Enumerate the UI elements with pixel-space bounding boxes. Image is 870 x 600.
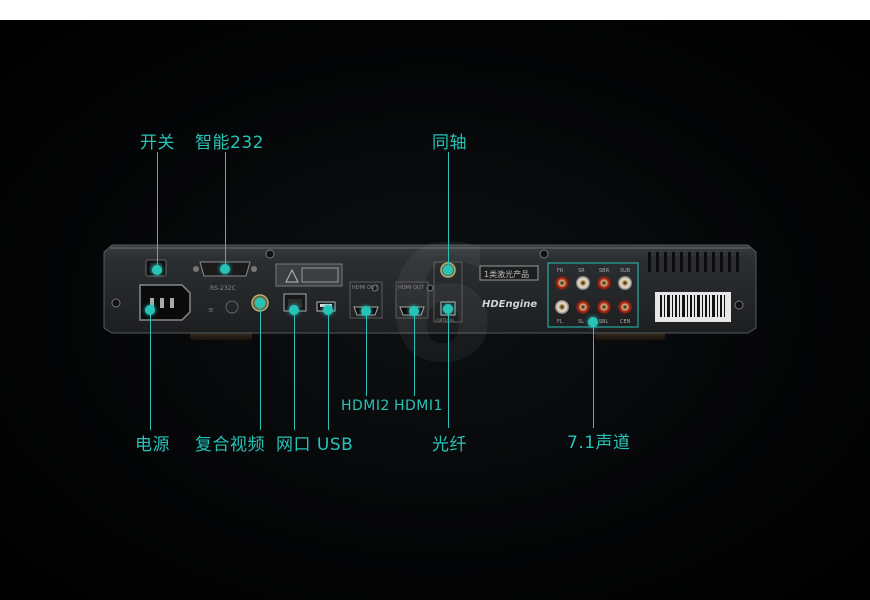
dot-hdmi2 <box>361 306 371 316</box>
line-network <box>294 310 295 430</box>
dot-hdmi1 <box>409 306 419 316</box>
label-surround: 7.1声道 <box>567 433 631 453</box>
warning-sticker <box>275 263 343 287</box>
brand-logo: HDEngine <box>482 299 537 310</box>
top-white-strip <box>0 0 870 20</box>
line-hdmi2 <box>366 311 367 396</box>
line-optical <box>448 308 449 428</box>
dot-power <box>145 305 155 315</box>
label-hdmi1: HDMI1 <box>394 398 443 414</box>
line-power <box>150 310 151 430</box>
label-network-usb: 网口 USB <box>276 435 354 455</box>
rca-top-label-0: FR <box>557 268 564 274</box>
dot-optical <box>443 304 453 314</box>
rca-bottom-row <box>555 300 632 314</box>
line-coaxial <box>448 152 449 270</box>
line-surround <box>593 322 594 428</box>
dot-network <box>289 305 299 315</box>
laser-class-text: 1类激光产品 <box>484 269 529 279</box>
label-optical: 光纤 <box>432 435 467 455</box>
label-rs232: 智能232 <box>195 133 264 153</box>
rca-bottom-label-2: SBL <box>599 319 609 325</box>
svg-text:≡: ≡ <box>208 306 214 314</box>
line-composite <box>260 303 261 430</box>
laser-class-badge <box>479 265 539 281</box>
rca-top-label-1: SR <box>578 268 585 274</box>
rca-top-row <box>555 276 632 290</box>
label-composite: 复合视频 <box>195 435 265 455</box>
hdmi-out-left-mark: HDMI OUT <box>352 285 379 291</box>
dot-surround <box>588 317 598 327</box>
optical-mark: OPTICAL <box>436 318 456 324</box>
rs232-mark: RS-232C <box>210 285 236 292</box>
label-hdmi2: HDMI2 <box>341 398 390 414</box>
rca-top-label-2: SBR <box>599 268 610 274</box>
barcode-sticker <box>655 292 731 322</box>
rca-bottom-label-1: SL <box>578 319 584 325</box>
line-usb <box>328 310 329 430</box>
dot-rs232 <box>220 264 230 274</box>
dot-usb <box>323 305 333 315</box>
line-switch <box>157 152 158 270</box>
dot-composite <box>255 298 265 308</box>
rca-bottom-label-0: FL <box>557 319 563 325</box>
label-coaxial: 同轴 <box>432 133 467 153</box>
line-hdmi1 <box>414 311 415 396</box>
rca-top-label-3: SUB <box>620 268 631 274</box>
hdmi-out-right-mark: HDMI OUT <box>398 285 425 291</box>
line-rs232 <box>225 152 226 270</box>
vent-grille <box>648 252 739 272</box>
dot-switch <box>152 265 162 275</box>
label-switch: 开关 <box>140 133 175 153</box>
rca-bottom-label-3: CEN <box>620 319 631 325</box>
dot-coaxial <box>443 265 453 275</box>
label-power: 电源 <box>135 435 170 455</box>
